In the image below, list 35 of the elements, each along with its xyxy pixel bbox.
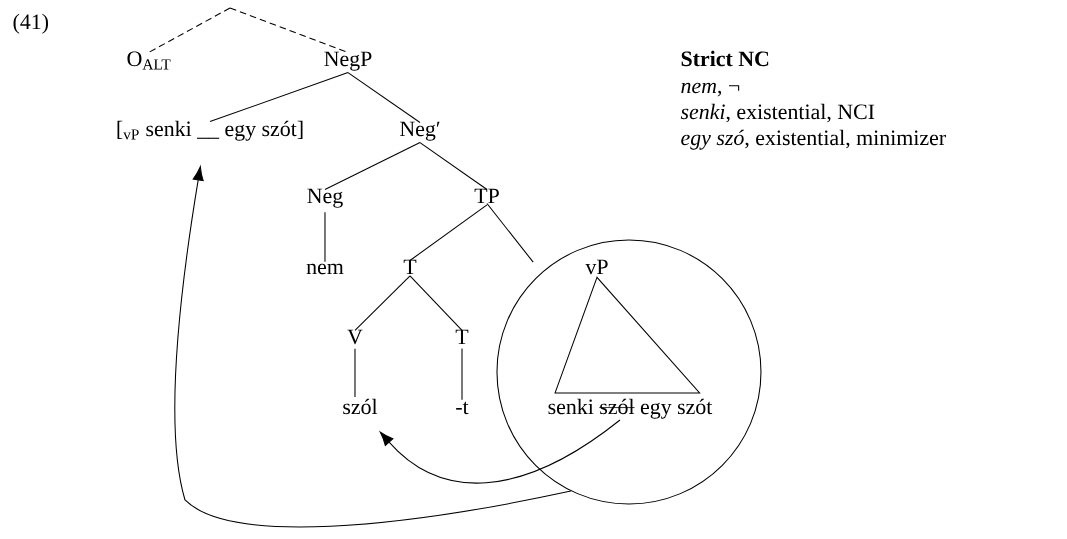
tree-label: -t xyxy=(456,401,469,415)
dashed-branch xyxy=(229,7,349,53)
enclosing-circle xyxy=(496,239,762,505)
tree-label: TP xyxy=(474,188,499,203)
tree-label: szól xyxy=(343,398,378,415)
tree-label: NegP xyxy=(324,51,372,71)
example-number: (41) xyxy=(13,13,49,34)
tree-label: [$_{vP}$ senki __ egy szót] xyxy=(117,120,303,141)
feature-line: egy szó, existential, minimizer xyxy=(681,129,946,150)
branch-line xyxy=(354,275,411,331)
branch-line xyxy=(354,348,356,398)
branch-line xyxy=(486,203,534,263)
branch-line xyxy=(409,204,488,261)
branch-line xyxy=(409,275,463,331)
feature-line: nem, ¬ xyxy=(681,82,740,97)
movement-arrow xyxy=(174,166,572,528)
tree-label: O$_{ALT}$ xyxy=(127,51,171,70)
tree-label: Neg xyxy=(307,188,343,208)
movement-arrow xyxy=(379,419,621,484)
tree-label: T xyxy=(403,259,417,274)
triangle xyxy=(554,276,701,394)
branch-line xyxy=(419,142,488,190)
branch-line xyxy=(347,72,421,123)
branch-line xyxy=(461,347,463,401)
heading: Strict NC xyxy=(681,50,769,67)
feature-line: senki, existential, NCI xyxy=(680,103,875,123)
branch-line xyxy=(324,142,421,190)
dashed-branch xyxy=(148,7,231,53)
branch-line xyxy=(324,211,326,263)
tree-label: nem xyxy=(306,263,344,275)
tree-label: V xyxy=(347,329,363,345)
branch-line xyxy=(209,72,349,123)
tree-label: Neg′ xyxy=(400,121,440,141)
tree-label: vP xyxy=(585,259,608,275)
tree-label: T xyxy=(455,329,469,344)
